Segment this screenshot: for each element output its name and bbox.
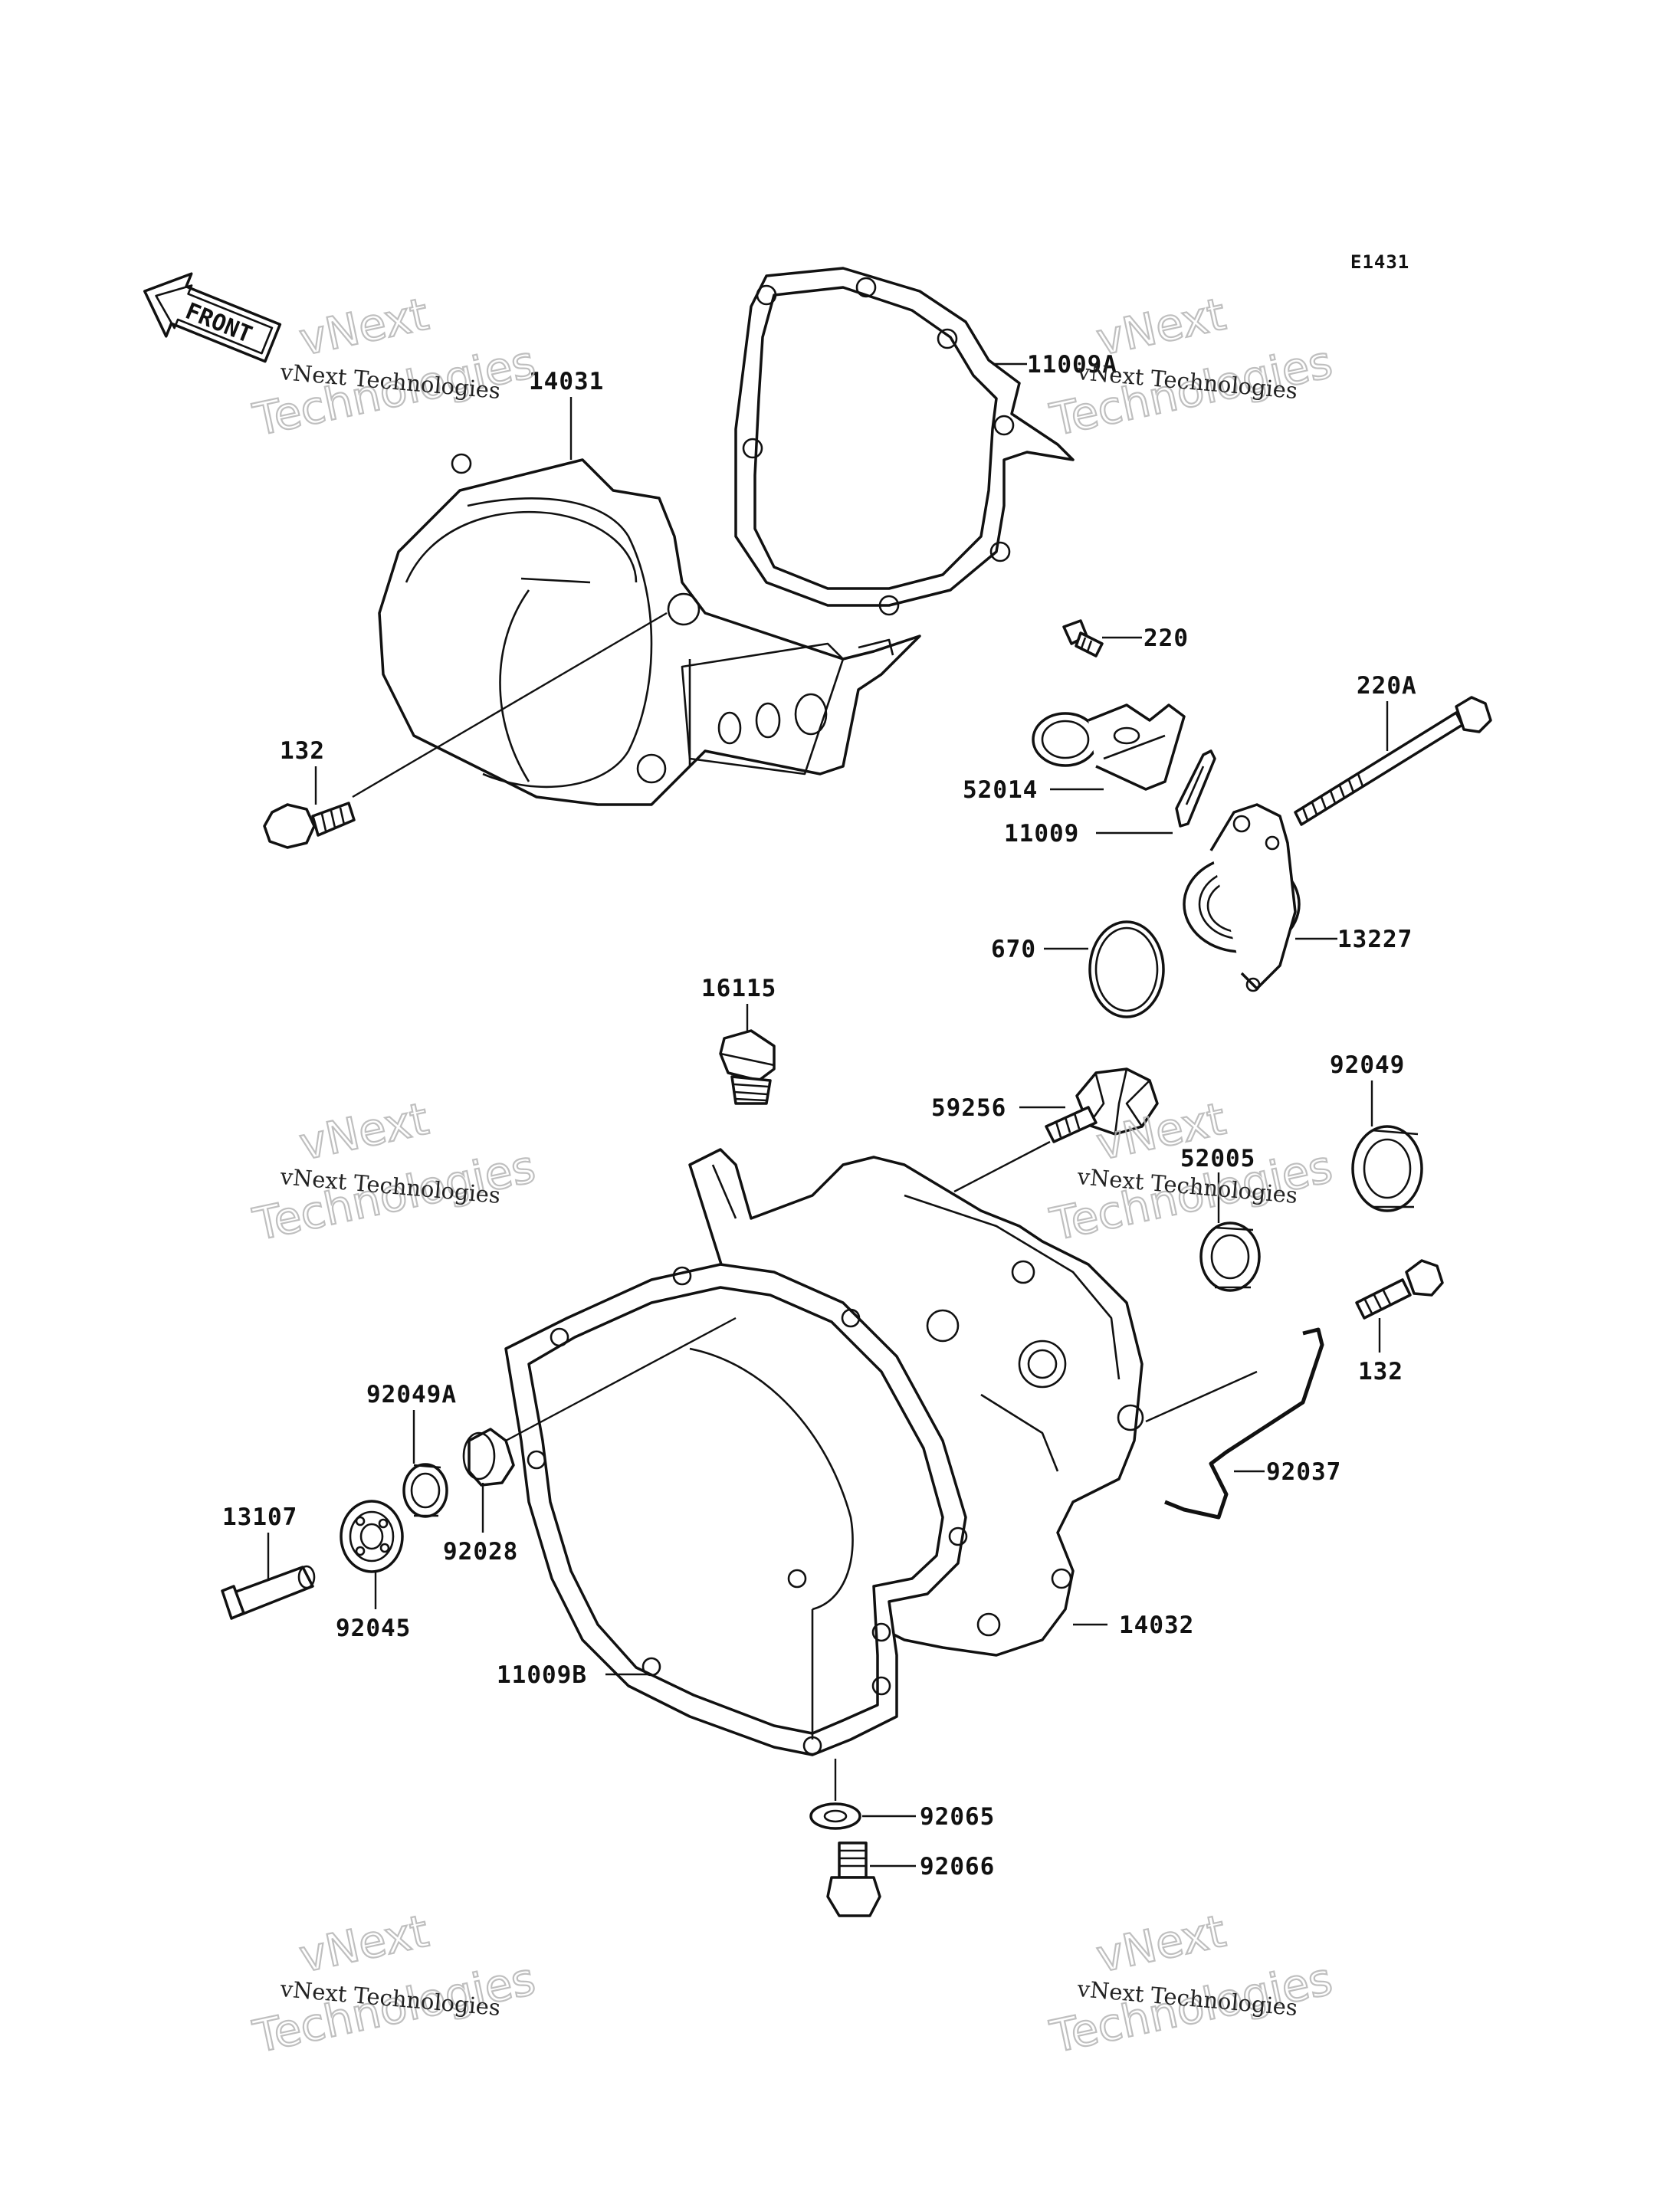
label-92066: 92066	[920, 1853, 995, 1881]
label-132-right: 132	[1358, 1358, 1403, 1385]
label-52014: 52014	[963, 776, 1038, 804]
plug-16115	[719, 1029, 776, 1105]
svg-text:vNext: vNext	[1092, 1905, 1230, 1983]
watermark-6: vNext Technologies	[1045, 1904, 1337, 2064]
label-11009B: 11009B	[497, 1661, 587, 1689]
watermark-5: vNext Technologies	[248, 1904, 540, 2064]
label-59256: 59256	[931, 1094, 1006, 1122]
label-670: 670	[991, 936, 1036, 963]
screw-220	[1062, 619, 1104, 657]
label-220A: 220A	[1357, 672, 1417, 700]
label-16115: 16115	[701, 975, 776, 1002]
bearing-92045	[340, 1500, 404, 1573]
impeller-59256	[1045, 1067, 1159, 1143]
label-52005: 52005	[1180, 1145, 1255, 1172]
label-92028: 92028	[443, 1538, 518, 1566]
bolt-220A	[1294, 696, 1492, 826]
label-13107: 13107	[222, 1503, 297, 1531]
o-ring-670	[1088, 920, 1165, 1018]
bolt-132-top	[263, 802, 356, 849]
front-arrow-icon: FRONT	[143, 272, 282, 363]
label-11009A: 11009A	[1027, 351, 1117, 379]
seal-52005	[1199, 1221, 1261, 1292]
collar-92028	[462, 1428, 515, 1487]
label-92037: 92037	[1266, 1458, 1341, 1486]
diagram-code: E1431	[1350, 251, 1409, 273]
label-92045: 92045	[336, 1615, 411, 1642]
label-92049: 92049	[1330, 1051, 1405, 1079]
seal-92049A	[402, 1463, 448, 1518]
shaft-13107	[221, 1565, 316, 1620]
label-92049A: 92049A	[366, 1381, 457, 1408]
gasket-11009A	[734, 267, 1075, 616]
washer-92065	[809, 1802, 861, 1830]
oil-seal-92049	[1351, 1125, 1423, 1212]
watermark-1: vNext Technologies	[248, 287, 540, 447]
drain-bolt-92066	[826, 1841, 881, 1917]
label-11009: 11009	[1004, 820, 1079, 848]
pump-housing-13227	[1183, 803, 1301, 992]
gasket-11009B	[504, 1263, 968, 1756]
label-132-top: 132	[280, 737, 325, 765]
svg-text:vNext: vNext	[1092, 288, 1230, 366]
label-92065: 92065	[920, 1803, 995, 1831]
svg-text:vNext: vNext	[295, 288, 433, 366]
fitting-52014	[1032, 703, 1186, 791]
clip-92037	[1164, 1327, 1324, 1520]
label-13227: 13227	[1337, 926, 1413, 953]
label-220: 220	[1144, 625, 1189, 652]
bolt-132-right	[1355, 1259, 1444, 1320]
gasket-11009	[1175, 749, 1216, 828]
clutch-cover-14031	[378, 453, 921, 806]
svg-text:vNext: vNext	[295, 1905, 433, 1983]
svg-text:vNext: vNext	[295, 1093, 433, 1171]
label-14032: 14032	[1119, 1612, 1194, 1639]
watermark-3: vNext Technologies	[248, 1091, 540, 1251]
label-14031: 14031	[529, 368, 604, 395]
